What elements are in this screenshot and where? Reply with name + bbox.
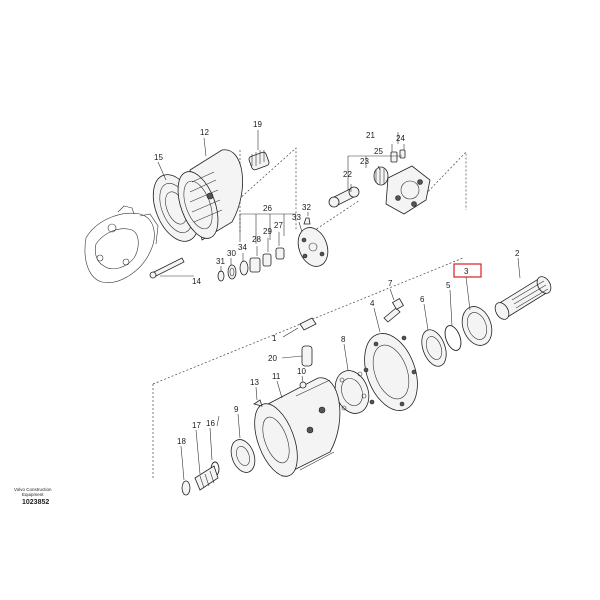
part-6-retainer <box>421 329 447 367</box>
part-32-plug <box>303 217 311 225</box>
part-4-flange-cover <box>363 333 418 411</box>
callout-15: 15 <box>154 153 163 162</box>
callout-11: 11 <box>272 372 281 381</box>
callout-19: 19 <box>253 120 262 129</box>
callout-24: 24 <box>396 134 405 143</box>
part-23-gear <box>373 166 389 186</box>
brand-line-2: Equipment <box>22 492 44 497</box>
callout-21: 21 <box>366 131 375 140</box>
callout-2: 2 <box>515 249 520 258</box>
callout-labels: 1 2 3 4 5 6 7 8 9 10 11 12 13 14 15 16 1… <box>154 120 520 446</box>
callout-23: 23 <box>360 157 369 166</box>
leader-lines <box>157 130 521 481</box>
callout-20: 20 <box>268 354 277 363</box>
callout-33: 33 <box>292 213 301 222</box>
part-20-sleeve <box>301 345 313 367</box>
part-3-seal <box>461 306 493 346</box>
part-33-thrust-plate <box>297 227 329 267</box>
callout-34: 34 <box>238 243 247 252</box>
part-11-housing <box>254 377 341 477</box>
part-27-pin <box>275 247 285 260</box>
callout-13: 13 <box>250 378 259 387</box>
part-18-washer <box>181 480 191 496</box>
callout-31: 31 <box>216 257 225 266</box>
part-8-bearing <box>334 370 370 414</box>
part-9-bearing <box>230 439 256 473</box>
part-31-washer <box>217 270 225 282</box>
lower-small-parts <box>181 461 220 496</box>
callout-10: 10 <box>297 367 306 376</box>
upper-planet-assembly <box>328 149 431 215</box>
callout-4: 4 <box>370 299 375 308</box>
callout-29: 29 <box>263 227 272 236</box>
callout-18: 18 <box>177 437 186 446</box>
callout-28: 28 <box>252 235 261 244</box>
callout-12: 12 <box>200 128 209 137</box>
part-21-carrier <box>385 165 431 215</box>
callout-30: 30 <box>227 249 236 258</box>
fittings <box>253 317 317 407</box>
part-30-bearing <box>227 264 237 280</box>
part-5-o-ring <box>444 325 462 351</box>
part-29-bushing <box>262 253 272 267</box>
callout-17: 17 <box>192 421 201 430</box>
part-24-clip <box>399 149 406 159</box>
highlight-box-part-3 <box>453 263 482 278</box>
callout-26: 26 <box>263 204 272 213</box>
part-13-pin <box>253 399 263 407</box>
part-2-output-shaft <box>494 276 552 320</box>
callout-5: 5 <box>446 281 451 290</box>
callout-9: 9 <box>234 405 239 414</box>
callout-22: 22 <box>343 170 352 179</box>
callout-7: 7 <box>388 279 393 288</box>
part-10-plug <box>299 381 307 389</box>
callout-25: 25 <box>374 147 383 156</box>
callout-32: 32 <box>302 203 311 212</box>
callout-3: 3 <box>464 267 469 276</box>
part-28-spacer <box>249 257 261 273</box>
motor-housing-drawing <box>84 205 159 283</box>
brand-line-1: Volvo Construction <box>14 487 52 492</box>
brand-caption: Volvo Construction Equipment <box>14 487 52 497</box>
part-12-planetary-carrier <box>177 149 243 241</box>
small-parts-row <box>217 217 329 282</box>
callout-27: 27 <box>274 221 283 230</box>
part-19-sun-gear <box>248 150 270 171</box>
part-7-bolt <box>383 297 405 323</box>
part-34-washer <box>239 260 249 276</box>
drawing-number: 1023852 <box>22 499 50 506</box>
callout-16: 16 <box>206 419 215 428</box>
part-1-fitting <box>299 317 317 331</box>
callout-8: 8 <box>341 335 346 344</box>
callout-1: 1 <box>272 334 277 343</box>
callout-14: 14 <box>192 277 201 286</box>
part-25-pin <box>390 151 398 163</box>
callout-6: 6 <box>420 295 425 304</box>
part-14-bolt <box>149 257 185 279</box>
